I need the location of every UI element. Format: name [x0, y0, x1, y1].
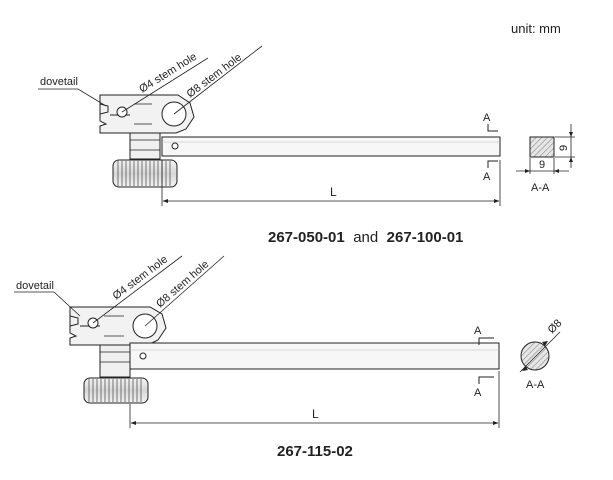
- top-bar-pin: [171, 142, 179, 150]
- bottom-stem4-leader: [92, 255, 183, 324]
- bottom-section-label: A-A: [526, 379, 545, 391]
- bottom-bar-pin: [139, 352, 147, 360]
- top-section-width: 9: [539, 159, 545, 171]
- top-square-section: [529, 136, 555, 158]
- top-section-height: 9: [558, 145, 570, 151]
- top-section-mark-lower: [487, 160, 498, 168]
- bottom-section-letter-lower: A: [474, 387, 482, 399]
- bottom-section-mark-upper: [478, 337, 494, 345]
- top-clamp-block: [129, 132, 161, 160]
- top-stem8-leader: [173, 45, 263, 115]
- bottom-bar: [129, 342, 500, 370]
- top-model-join: and: [353, 229, 378, 246]
- top-section-mark-upper: [487, 124, 498, 132]
- bottom-section-letter-upper: A: [474, 325, 482, 337]
- unit-label: unit: mm: [511, 21, 561, 36]
- bottom-round-section: [520, 341, 550, 371]
- top-dovetail-leader: [38, 88, 107, 107]
- top-section-letter-upper: A: [483, 112, 491, 124]
- top-model-b: 267-100-01: [387, 229, 464, 246]
- top-model-title: 267-050-01 and 267-100-01: [268, 229, 463, 246]
- bottom-holder-drawing: dovetail Ø4 stem hole Ø8 stem hole A A L…: [14, 253, 565, 460]
- top-section-label: A-A: [531, 182, 550, 194]
- bottom-stem8-leader: [144, 255, 225, 327]
- top-model-a: 267-050-01: [268, 229, 345, 246]
- bottom-dovetail-leader: [14, 291, 81, 317]
- top-dovetail-label: dovetail: [40, 76, 78, 88]
- bottom-clamp-block: [99, 344, 131, 378]
- top-length-label: L: [330, 185, 337, 199]
- top-bar: [161, 136, 501, 157]
- bottom-model-title: 267-115-02: [277, 443, 353, 460]
- top-holder-drawing: dovetail Ø4 stem hole Ø8 stem hole A A L…: [38, 45, 575, 246]
- bottom-dovetail-label: dovetail: [16, 280, 54, 292]
- top-section-letter-lower: A: [483, 171, 491, 183]
- bottom-knurled-nut: [83, 377, 149, 404]
- bottom-section-diameter: Ø8: [546, 317, 565, 336]
- bottom-diameter-leader: [519, 331, 561, 373]
- top-stem4-leader: [121, 57, 209, 113]
- bottom-section-mark-lower: [478, 376, 494, 384]
- top-knurled-nut: [112, 159, 178, 188]
- bottom-length-label: L: [312, 407, 319, 421]
